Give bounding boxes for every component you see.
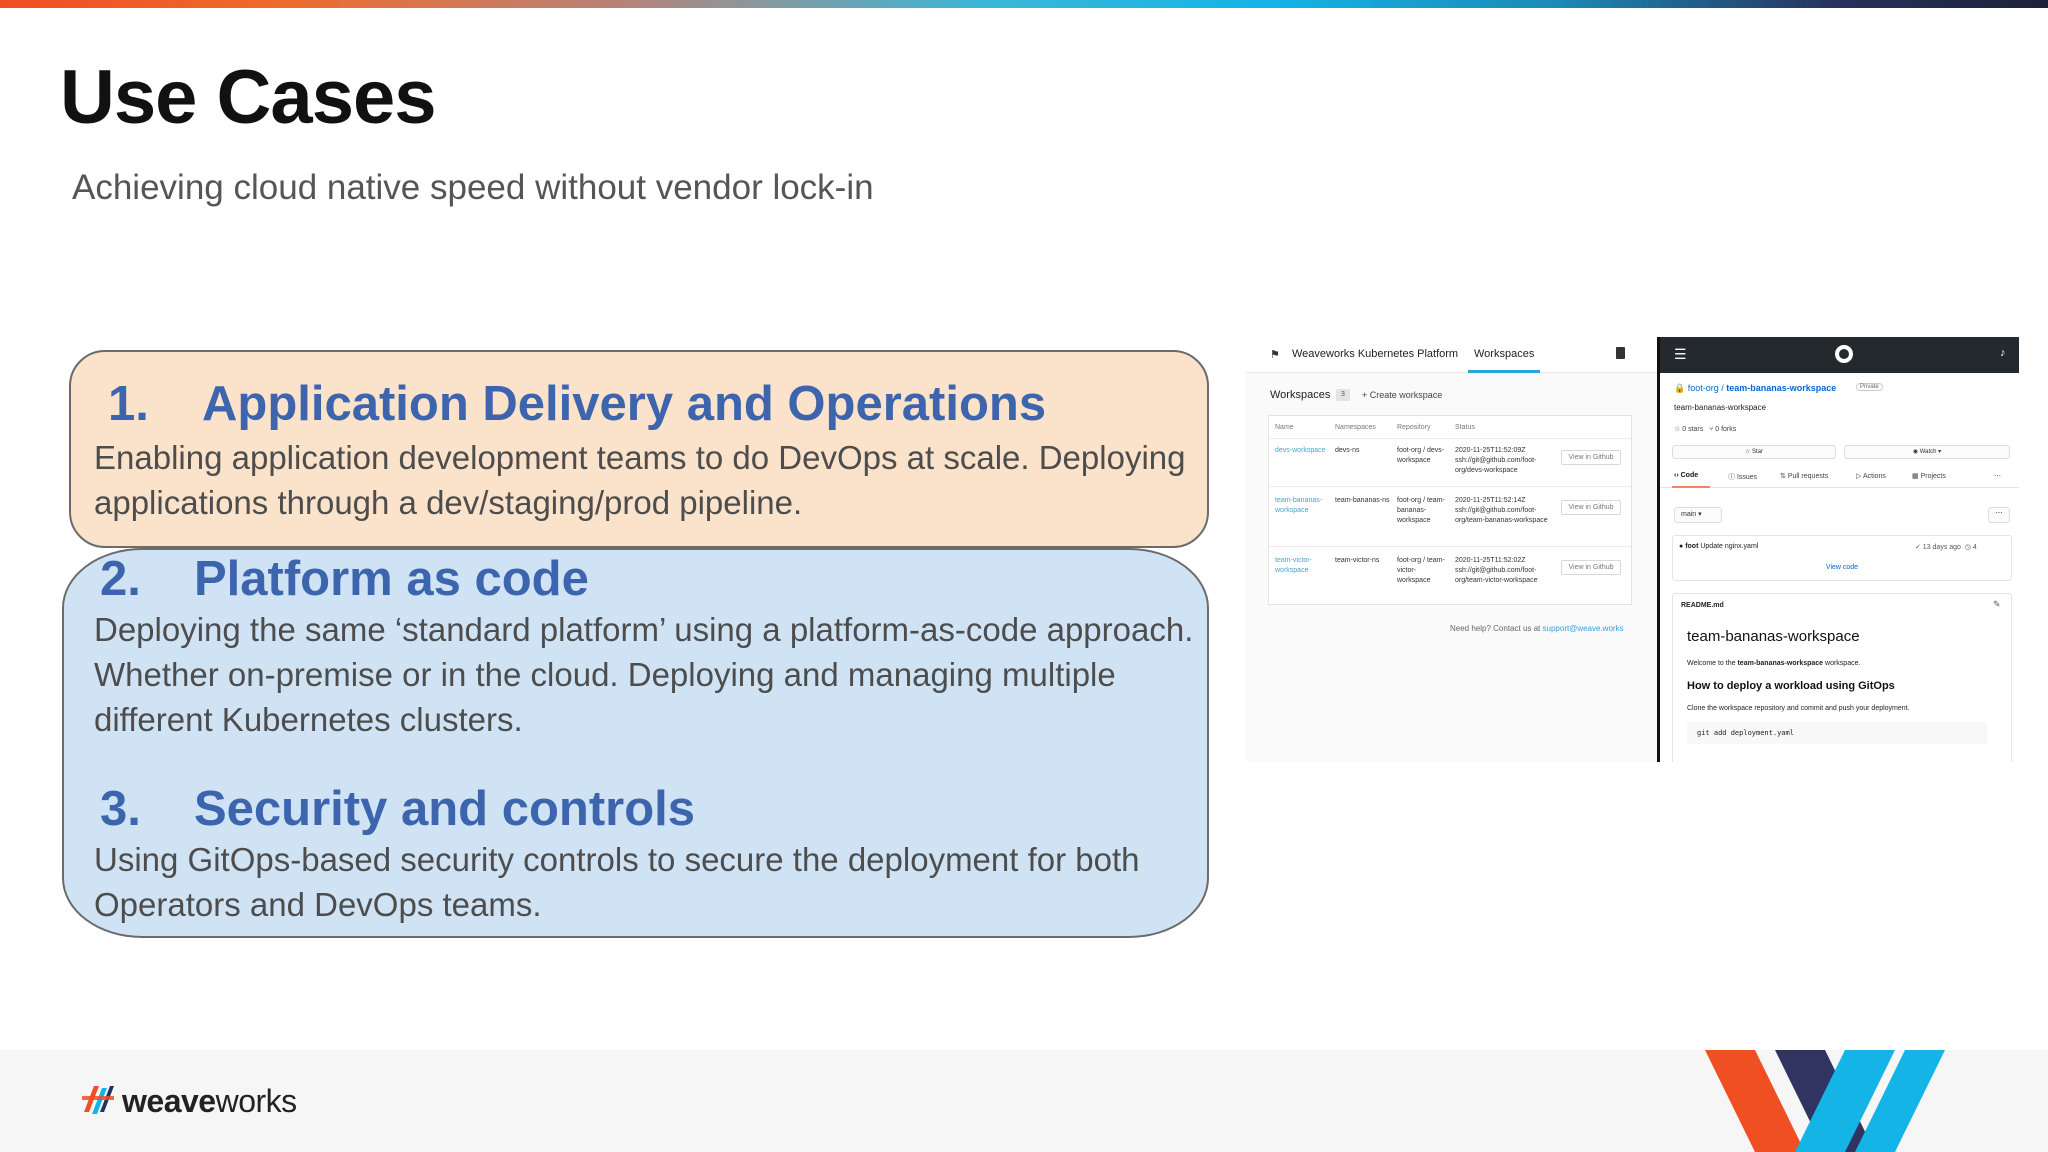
row-namespace: devs-ns bbox=[1335, 447, 1360, 454]
wkp-screenshot: ⚑ Weaveworks Kubernetes Platform Workspa… bbox=[1246, 337, 1658, 762]
row-divider bbox=[1269, 438, 1631, 439]
repo-tabs: ‹› Code ⓘ Issues ⇅ Pull requests ▷ Actio… bbox=[1660, 468, 2019, 488]
row-repo: foot-org / team-bananas-workspace bbox=[1397, 497, 1445, 524]
readme-subheading: How to deploy a workload using GitOps bbox=[1687, 680, 1895, 692]
use-case-box-2-3 bbox=[62, 548, 1209, 938]
tab-projects[interactable]: ▦ Projects bbox=[1912, 473, 1946, 480]
tab-workspaces[interactable]: Workspaces bbox=[1474, 348, 1535, 360]
repo-description: team-bananas-workspace bbox=[1674, 403, 1767, 412]
wkp-app-name: Weaveworks Kubernetes Platform bbox=[1292, 348, 1459, 360]
column-header-repository: Repository bbox=[1397, 424, 1431, 431]
row-name[interactable]: team-bananas-workspace bbox=[1275, 497, 1323, 514]
repo-stats: ☆ 0 stars ⑂ 0 forks bbox=[1674, 426, 1737, 433]
use-case-3-body: Using GitOps-based security controls to … bbox=[94, 841, 1140, 923]
row-namespace: team-bananas-ns bbox=[1335, 497, 1390, 504]
notification-bell-icon[interactable]: ♪ bbox=[2000, 347, 2006, 359]
view-in-github-button[interactable]: View in Github bbox=[1561, 500, 1621, 515]
stars-count[interactable]: 0 stars bbox=[1682, 426, 1704, 433]
wkp-logo-icon: ⚑ bbox=[1270, 349, 1280, 361]
tab-actions[interactable]: ▷ Actions bbox=[1856, 473, 1886, 480]
private-badge: Private bbox=[1856, 383, 1883, 391]
support-email-link[interactable]: support@weave.works bbox=[1542, 624, 1624, 633]
column-header-namespaces: Namespaces bbox=[1335, 424, 1376, 431]
commit-message: ● foot Update nginx.yaml bbox=[1679, 543, 1759, 550]
slide-title: Use Cases bbox=[60, 55, 436, 140]
row-divider bbox=[1269, 486, 1631, 487]
row-name[interactable]: team-victor-workspace bbox=[1275, 557, 1312, 574]
slide-subtitle: Achieving cloud native speed without ven… bbox=[72, 168, 874, 207]
repo-breadcrumb: 🔒 foot-org / team-bananas-workspace bbox=[1674, 383, 1837, 393]
tab-active-indicator bbox=[1672, 486, 1710, 488]
readme-panel: README.md ✎ team-bananas-workspace Welco… bbox=[1672, 593, 2012, 762]
branch-selector[interactable]: main ▾ bbox=[1674, 507, 1722, 523]
more-icon[interactable]: ⋯ bbox=[1994, 473, 2001, 480]
use-case-1-heading: 1.Application Delivery and Operations bbox=[108, 377, 1047, 431]
weaveworks-w-mark-icon bbox=[1705, 1050, 1945, 1152]
readme-title: team-bananas-workspace bbox=[1687, 628, 1860, 645]
use-case-box-1 bbox=[69, 350, 1209, 548]
use-case-1-body: Enabling application development teams t… bbox=[94, 439, 1186, 521]
use-case-3-heading: 3.Security and controls bbox=[100, 782, 696, 836]
footer-bar bbox=[0, 1050, 2048, 1152]
commit-time: ✓ 13 days ago ◷ 4 bbox=[1915, 544, 1977, 551]
row-repo: foot-org / team-victor-workspace bbox=[1397, 557, 1445, 584]
hamburger-menu-icon[interactable]: ☰ bbox=[1674, 346, 1687, 362]
row-name[interactable]: devs-workspace bbox=[1275, 447, 1326, 454]
org-link[interactable]: foot-org bbox=[1687, 383, 1719, 393]
tab-pull-requests[interactable]: ⇅ Pull requests bbox=[1780, 473, 1829, 480]
column-header-name: Name bbox=[1275, 424, 1294, 431]
github-header: ☰ ♪ bbox=[1660, 337, 2019, 373]
github-logo-icon[interactable] bbox=[1835, 345, 1853, 363]
readme-welcome: Welcome to the team-bananas-workspace wo… bbox=[1687, 660, 1861, 667]
tab-active-indicator bbox=[1468, 370, 1540, 373]
star-button[interactable]: ☆ Star bbox=[1672, 445, 1836, 459]
readme-paragraph: Clone the workspace repository and commi… bbox=[1687, 705, 1910, 712]
weaveworks-wordmark: weaveworks bbox=[122, 1083, 297, 1119]
latest-commit: ● foot Update nginx.yaml ✓ 13 days ago ◷… bbox=[1672, 535, 2012, 581]
row-status: 2020-11-25T11:52:02Z ssh://git@github.co… bbox=[1455, 557, 1538, 584]
use-case-2-body: Deploying the same ‘standard platform’ u… bbox=[94, 611, 1194, 738]
workspaces-title: Workspaces bbox=[1270, 389, 1331, 401]
workspaces-count-badge: 3 bbox=[1336, 389, 1350, 401]
tab-issues[interactable]: ⓘ Issues bbox=[1728, 474, 1758, 481]
readme-code-block: git add deployment.yaml bbox=[1687, 722, 1987, 744]
document-icon[interactable] bbox=[1616, 347, 1625, 359]
workspaces-table: Name Namespaces Repository Status devs-w… bbox=[1268, 415, 1632, 605]
view-in-github-button[interactable]: View in Github bbox=[1561, 450, 1621, 465]
row-status: 2020-11-25T11:52:14Z ssh://git@github.co… bbox=[1455, 497, 1548, 524]
row-divider bbox=[1269, 546, 1631, 547]
use-case-2-heading: 2.Platform as code bbox=[100, 552, 589, 606]
repo-link[interactable]: team-bananas-workspace bbox=[1726, 383, 1837, 393]
pencil-icon[interactable]: ✎ bbox=[1993, 599, 2001, 609]
tab-code[interactable]: ‹› Code bbox=[1674, 472, 1699, 479]
weaveworks-logo-icon bbox=[82, 1086, 114, 1114]
column-header-status: Status bbox=[1455, 424, 1475, 431]
view-in-github-button[interactable]: View in Github bbox=[1561, 560, 1621, 575]
create-workspace-button[interactable]: + Create workspace bbox=[1362, 390, 1443, 400]
github-screenshot: ☰ ♪ 🔒 foot-org / team-bananas-workspace … bbox=[1657, 337, 2019, 762]
row-status: 2020-11-25T11:52:09Z ssh://git@github.co… bbox=[1455, 447, 1537, 474]
watch-button[interactable]: ◉ Watch ▾ bbox=[1844, 445, 2010, 459]
help-text: Need help? Contact us at support@weave.w… bbox=[1450, 624, 1624, 633]
readme-filename: README.md bbox=[1681, 602, 1724, 609]
more-options-icon[interactable]: ⋯ bbox=[1988, 507, 2010, 523]
row-namespace: team-victor-ns bbox=[1335, 557, 1380, 564]
row-repo: foot-org / devs-workspace bbox=[1397, 447, 1445, 464]
top-gradient-bar bbox=[0, 0, 2048, 8]
forks-count[interactable]: 0 forks bbox=[1715, 426, 1737, 433]
view-code-link[interactable]: View code bbox=[1825, 564, 1859, 571]
wkp-header: ⚑ Weaveworks Kubernetes Platform Workspa… bbox=[1246, 337, 1658, 373]
